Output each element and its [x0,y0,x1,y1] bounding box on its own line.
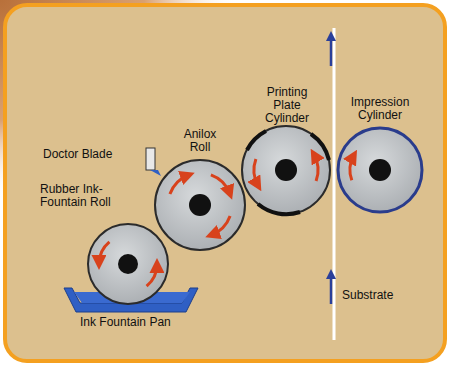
rotation-arrow [170,175,189,194]
part-label: Ink Fountain Pan [80,316,210,329]
rotation-arrow [211,216,230,235]
anilox-roll [155,160,245,250]
roll-hub [369,159,391,181]
rotation-arrow [314,154,318,181]
rotation-arrow [147,264,157,286]
substrate-web [333,28,336,340]
web-arrow [330,36,333,66]
part-label: Anilox Roll [174,128,226,154]
printing-plate [247,131,266,150]
printing-plate [258,204,300,214]
roll-hub [189,194,211,216]
rotation-arrow [99,242,109,264]
part-label: Doctor Blade [43,148,138,161]
roll-hub [275,159,297,181]
web-arrow [330,274,333,304]
rubber-roll [88,224,168,304]
panel-frame [5,5,445,361]
part-label: Substrate [342,289,412,302]
impression-cylinder [338,128,422,212]
part-label: Impression Cylinder [344,96,416,122]
part-label: Rubber Ink-Fountain Roll [40,183,118,209]
rotation-arrow [211,175,230,194]
doctor-blade [146,148,155,170]
part-label: Printing Plate Cylinder [256,86,318,125]
roll-hub [118,254,138,274]
plate-cylinder [242,126,330,214]
rotation-arrow [350,155,354,180]
rotation-arrow [254,159,258,186]
blade-ink [150,170,161,176]
